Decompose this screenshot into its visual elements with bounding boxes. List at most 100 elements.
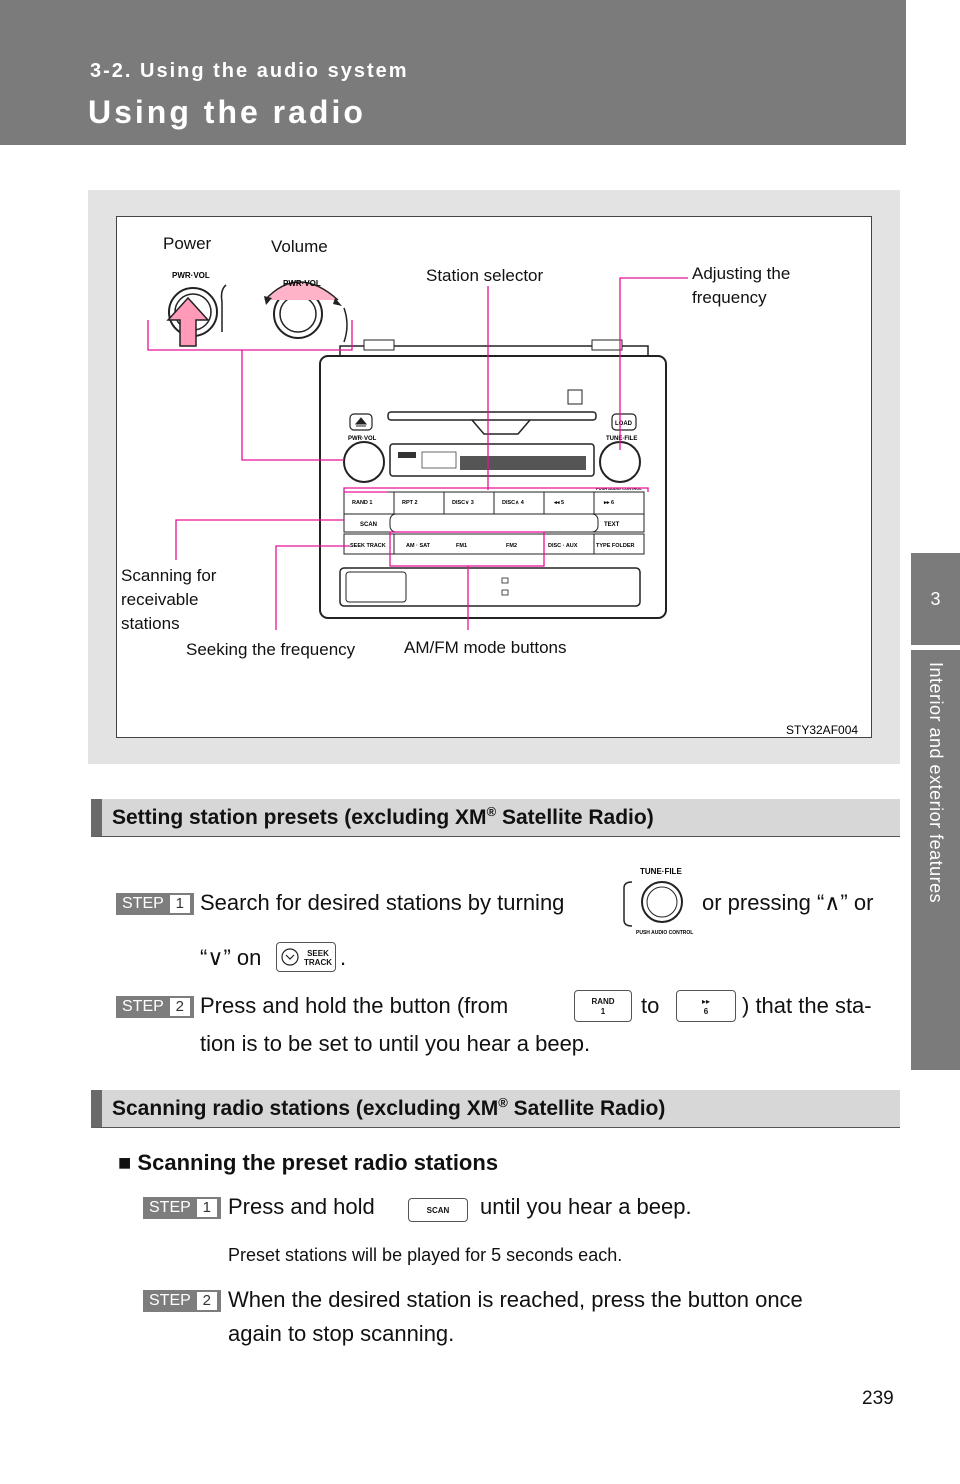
label-station-selector: Station selector <box>426 266 544 285</box>
scan-note: Preset stations will be played for 5 sec… <box>228 1245 623 1265</box>
square-bullet-icon: ■ <box>118 1150 132 1175</box>
step-badge-2b: STEP 2 <box>143 1290 221 1312</box>
heading-setting-presets-sup: ® <box>486 804 497 819</box>
page-number: 239 <box>862 1388 894 1409</box>
step-badge-label-2: STEP <box>122 998 164 1015</box>
chapter-tab-number: 3 <box>911 553 960 645</box>
figure-code: STY32AF004 <box>786 723 858 737</box>
seek-track-label: SEEK TRACK <box>350 543 386 549</box>
step-badge-1a: STEP 1 <box>116 893 194 915</box>
step-badge-1b: STEP 1 <box>143 1197 221 1219</box>
page-title: Using the radio <box>88 94 366 130</box>
step-badge-num-2: 2 <box>169 998 190 1016</box>
heading-scanning-b: Satellite Radio) <box>507 1097 666 1120</box>
rand-num: 1 <box>600 1007 606 1016</box>
text-label: TEXT <box>604 522 620 528</box>
preset-label-5: ◂◂ 5 <box>553 500 564 506</box>
label-adjusting-the: Adjusting the <box>692 264 791 283</box>
callout-pwr-knob <box>241 350 344 461</box>
six-num: 6 <box>703 1007 709 1016</box>
step-badge-num-3: 1 <box>196 1199 217 1217</box>
step-badge-label-4: STEP <box>149 1292 191 1309</box>
mode-label-fm1: FM1 <box>456 543 467 549</box>
step2-text-c: ) that the sta- <box>742 993 872 1018</box>
step1-text-b: or pressing “∧” or <box>702 889 873 917</box>
head-unit-illustration: LOAD PWR·VOL TUNE·FILE PUSH AUDIO CONTRO… <box>319 339 667 619</box>
radio-figure: PWR·VOL PWR·VOL LOAD <box>88 190 900 764</box>
callout-lines <box>147 277 688 630</box>
scan-step2-line2: again to stop scanning. <box>228 1321 455 1346</box>
volume-knob-illustration: PWR·VOL <box>264 279 348 343</box>
page-header: 3-2. Using the audio system Using the ra… <box>0 0 906 145</box>
label-seeking: Seeking the frequency <box>186 640 356 659</box>
subheading-scanning-presets: ■ Scanning the preset radio stations <box>118 1149 498 1177</box>
step1-line2-a: “ <box>200 945 208 970</box>
scan-step2-line1: When the desired station is reached, pre… <box>228 1287 803 1312</box>
seek-track-circle-icon <box>281 948 299 966</box>
up-symbol: ∧ <box>824 890 841 915</box>
power-knob-illustration: PWR·VOL <box>166 271 227 347</box>
step2-text-b: to <box>641 993 660 1018</box>
callout-mode-box <box>389 531 545 567</box>
scan-button-icon: SCAN <box>408 1198 468 1222</box>
chapter-tab-title: Interior and exterior features <box>926 662 946 904</box>
radio-illustration: PWR·VOL PWR·VOL LOAD <box>147 271 858 737</box>
label-scanning-3: stations <box>121 614 180 633</box>
scan-step1-text-b: until you hear a beep. <box>480 1194 692 1219</box>
tune-file-knob-icon: TUNE·FILE PUSH AUDIO CONTROL <box>623 867 693 936</box>
six-label: ▸▸ <box>701 997 711 1006</box>
down-symbol: ∨ <box>207 945 224 970</box>
preset-6-button-icon: ▸▸6 <box>676 990 736 1022</box>
mode-label-disc-aux: DISC · AUX <box>548 543 578 549</box>
step1-line2-b: ” on <box>223 945 262 970</box>
step-badge-num-4: 2 <box>196 1292 217 1310</box>
heading-setting-presets-a: Setting station presets (excluding XM <box>112 806 487 829</box>
step2-text-a: Press and hold the button (from <box>200 993 509 1018</box>
push-audio-inline-label: PUSH AUDIO CONTROL <box>636 930 693 936</box>
callout-preset-box <box>343 487 649 493</box>
step-badge-num: 1 <box>169 895 190 913</box>
preset-button-labels: RAND 1 RPT 2 DISC∨ 3 DISC∧ 4 ◂◂ 5 ▸▸ 6 S… <box>350 500 635 549</box>
scan-label: SCAN <box>360 522 377 528</box>
label-scanning-2: receivable <box>121 590 199 609</box>
step1-line2-c: . <box>340 945 347 970</box>
mode-label-amsat: AM · SAT <box>406 543 431 549</box>
heading-scanning-sup: ® <box>498 1095 508 1110</box>
label-frequency: frequency <box>692 288 767 307</box>
step1-text-b-1: or pressing “ <box>702 890 825 915</box>
step-badge-label: STEP <box>122 895 164 912</box>
preset-label-6: ▸▸ 6 <box>603 500 614 506</box>
heading-setting-presets: Setting station presets (excluding XM® S… <box>91 799 900 837</box>
type-folder-label: TYPE FOLDER <box>596 543 635 549</box>
preset-label-3: DISC∨ 3 <box>452 500 474 506</box>
heading-setting-presets-b: Satellite Radio) <box>496 806 654 829</box>
tune-file-inline-label: TUNE·FILE <box>640 867 682 876</box>
seek-track-inline-label: SEEK TRACK <box>304 949 332 967</box>
step1-line2: “∨” on <box>200 944 261 972</box>
pwr-vol-text-2: PWR·VOL <box>283 279 321 288</box>
label-amfm-mode: AM/FM mode buttons <box>404 638 567 657</box>
step-badge-label-3: STEP <box>149 1199 191 1216</box>
preset-label-4: DISC∧ 4 <box>502 500 525 506</box>
rand-label: RAND <box>591 997 615 1006</box>
label-power: Power <box>163 234 212 253</box>
scan-step1-text-a: Press and hold <box>228 1194 375 1219</box>
section-label: 3-2. Using the audio system <box>90 60 409 82</box>
callout-scan <box>175 519 344 560</box>
callout-seek <box>275 545 350 630</box>
tune-file-unit-label: TUNE·FILE <box>606 436 637 442</box>
subheading-text: Scanning the preset radio stations <box>137 1150 499 1175</box>
step-badge-2a: STEP 2 <box>116 996 194 1018</box>
callout-power-volume <box>147 320 353 351</box>
heading-scanning-stations: Scanning radio stations (excluding XM® S… <box>91 1090 900 1128</box>
step1-text-c: ” or <box>840 890 874 915</box>
callout-tune <box>619 277 688 450</box>
step1-text-a: Search for desired stations by turning <box>200 890 565 915</box>
label-scanning-1: Scanning for <box>121 566 217 585</box>
heading-scanning-a: Scanning radio stations (excluding XM <box>112 1097 499 1120</box>
preset-label-2: RPT 2 <box>402 500 418 506</box>
seek-track-button-icon: SEEK TRACK <box>276 942 336 972</box>
pwr-vol-unit-label: PWR·VOL <box>348 436 377 442</box>
label-volume: Volume <box>271 237 328 256</box>
